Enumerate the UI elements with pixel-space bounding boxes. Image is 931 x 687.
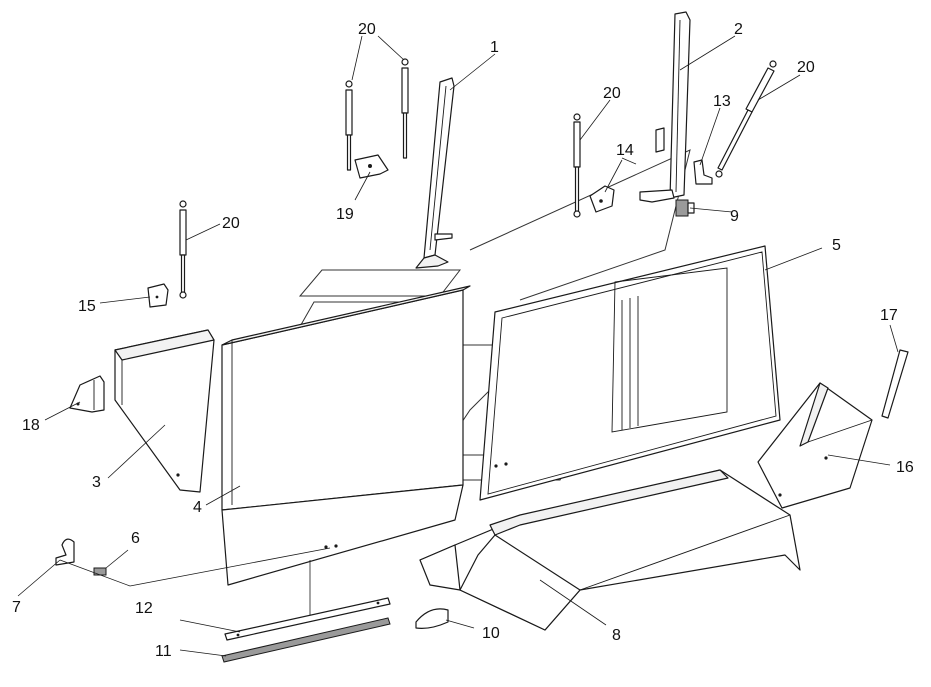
part-1-post bbox=[415, 77, 455, 269]
callout-19: 19 bbox=[336, 206, 354, 223]
callout-15: 15 bbox=[78, 298, 96, 315]
part-12-strip bbox=[224, 597, 391, 641]
callout-4: 4 bbox=[193, 499, 202, 516]
part-3-side-panel bbox=[114, 329, 215, 493]
part-20-gas-strut-a bbox=[179, 200, 187, 299]
callout-5: 5 bbox=[832, 237, 841, 254]
callout-8: 8 bbox=[612, 627, 621, 644]
callout-13: 13 bbox=[713, 93, 731, 110]
part-6-small-latch bbox=[93, 567, 107, 576]
part-4-left-panel bbox=[221, 285, 471, 586]
callout-17: 17 bbox=[880, 307, 898, 324]
callout-7: 7 bbox=[12, 599, 21, 616]
callout-3: 3 bbox=[92, 474, 101, 491]
callout-18: 18 bbox=[22, 417, 40, 434]
callout-10: 10 bbox=[482, 625, 500, 642]
part-17-strip bbox=[881, 349, 909, 419]
part-13-bracket bbox=[693, 159, 713, 185]
callout-20-middle: 20 bbox=[603, 85, 621, 102]
callout-20-left: 20 bbox=[222, 215, 240, 232]
callout-11: 11 bbox=[155, 643, 172, 660]
part-7-latch-hook bbox=[55, 538, 75, 566]
part-20-gas-strut-d bbox=[573, 113, 581, 218]
callout-16: 16 bbox=[896, 459, 914, 476]
part-15-bracket bbox=[147, 283, 169, 308]
callout-20-right: 20 bbox=[797, 59, 815, 76]
callout-labels: 1 2 3 4 5 6 7 8 9 10 11 12 13 14 15 16 1… bbox=[12, 21, 914, 660]
part-20-gas-strut-c bbox=[401, 58, 409, 159]
callout-14: 14 bbox=[616, 142, 634, 159]
part-20-gas-strut-b bbox=[345, 80, 353, 171]
leader-lines bbox=[17, 35, 899, 657]
part-18-bracket bbox=[69, 375, 105, 413]
part-8-lower-housing bbox=[419, 469, 801, 631]
callout-2: 2 bbox=[734, 21, 743, 38]
part-14-hinge bbox=[589, 185, 615, 213]
part-5-right-panel bbox=[479, 245, 781, 501]
callout-9: 9 bbox=[730, 208, 739, 225]
part-16-side-cover bbox=[757, 382, 873, 509]
callout-20-top: 20 bbox=[358, 21, 376, 38]
callout-6: 6 bbox=[131, 530, 140, 547]
part-2-post bbox=[639, 11, 691, 203]
part-19-hinge-bracket bbox=[354, 154, 389, 179]
part-10-cap bbox=[415, 608, 449, 629]
callout-12: 12 bbox=[135, 600, 153, 617]
part-11-strip bbox=[221, 617, 391, 663]
callout-1: 1 bbox=[490, 39, 499, 56]
part-20-gas-strut-e bbox=[715, 60, 777, 178]
